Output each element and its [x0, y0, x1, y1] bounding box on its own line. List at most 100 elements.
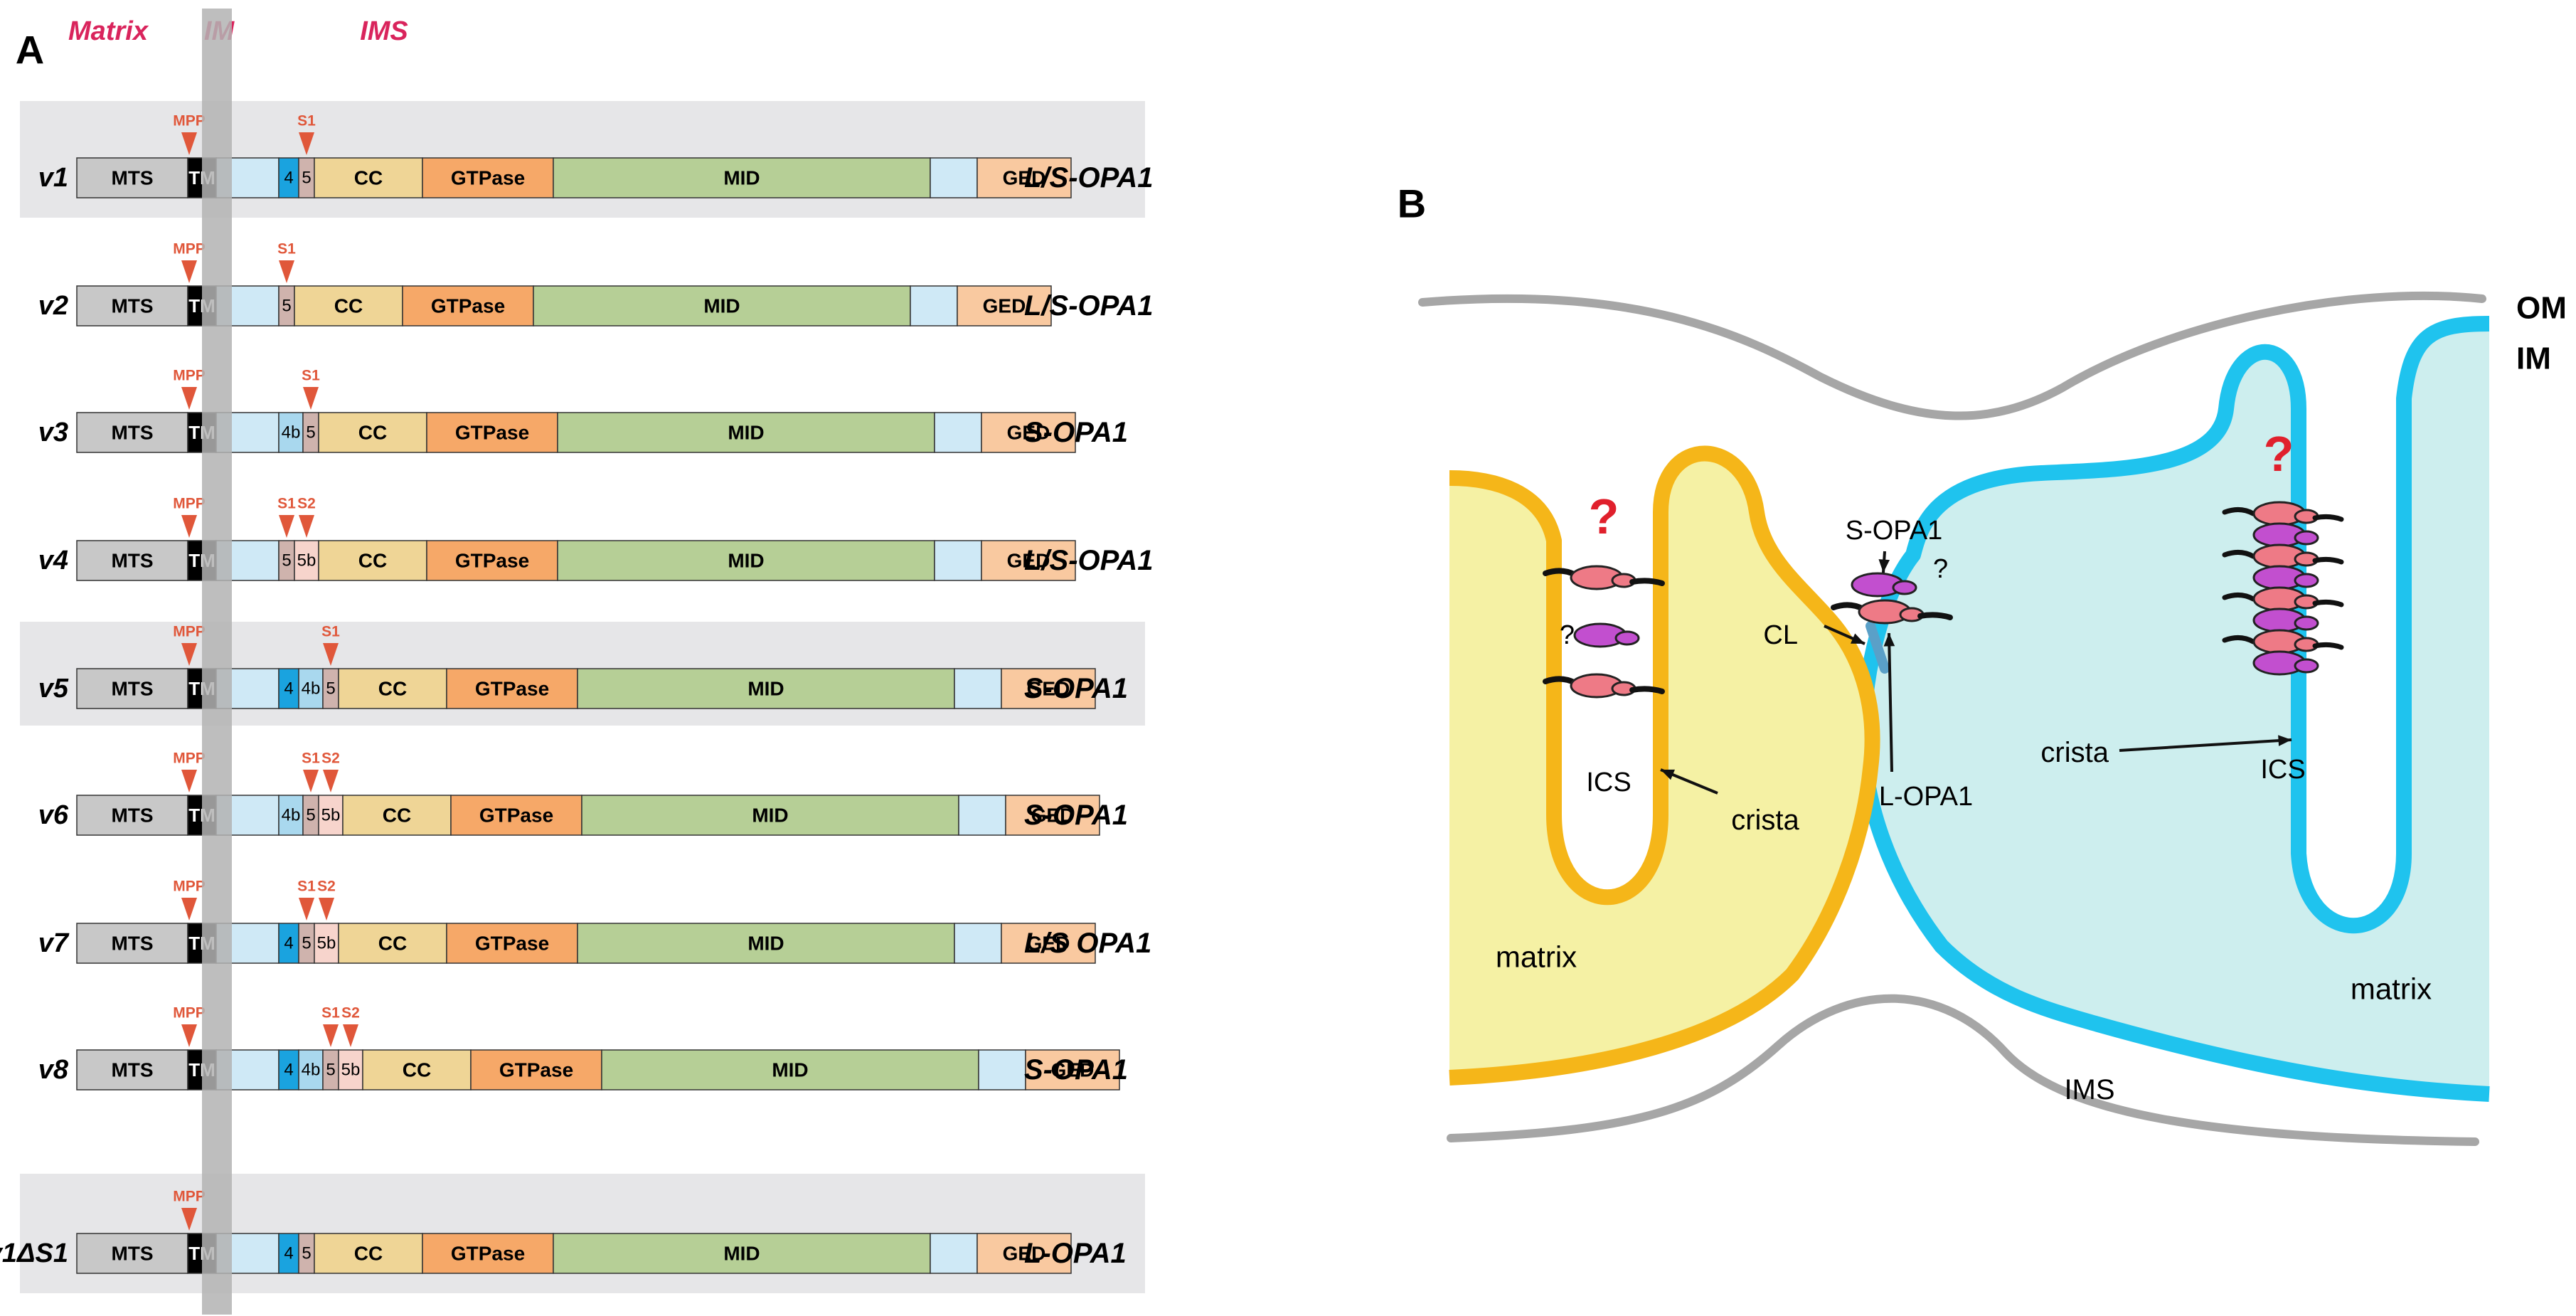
- s1-site-label: S1: [321, 624, 340, 640]
- exon-4b-label: 4b: [282, 423, 301, 442]
- s1-site-label: S1: [302, 368, 320, 384]
- mts-domain: [76, 1233, 188, 1274]
- mid-domain: [553, 157, 931, 198]
- ged-domain-label: GED: [1007, 422, 1050, 444]
- l-opa1-right-stack: [2252, 501, 2319, 526]
- s2-site-label: S2: [341, 1005, 360, 1022]
- linker-region: [930, 157, 978, 198]
- cardiolipin-mark: [1866, 621, 1890, 674]
- s-opa1-right-stack-tail: [2294, 530, 2319, 546]
- gtpase-domain: [422, 157, 554, 198]
- exon-4-label: 4: [284, 169, 293, 188]
- cl-label: CL: [1763, 620, 1798, 650]
- variant-name: v5: [38, 674, 69, 704]
- mid-domain-label: MID: [728, 422, 764, 444]
- tm-anchor: [2222, 507, 2256, 516]
- ged-domain-label: GED: [1031, 805, 1075, 827]
- mid-domain: [533, 285, 911, 327]
- s-opa1-right-stack: [2252, 607, 2319, 633]
- ics-right-label: ICS: [2260, 755, 2305, 785]
- exon-4b: [298, 668, 324, 709]
- exon-5b-label: 5b: [317, 934, 336, 953]
- im-band: [202, 9, 232, 1315]
- l-opa1-arrow-head: [1883, 633, 1895, 647]
- variant-row: MTSTM55bCCGTPaseMIDGEDMPPS1S2v4L/S-OPA1: [38, 496, 1154, 581]
- exon-4: [278, 668, 299, 709]
- right-inner-membrane: [1856, 316, 2490, 1102]
- mid-domain-label: MID: [723, 167, 760, 189]
- opa1-form-label: L/S-OPA1: [1024, 162, 1154, 193]
- l-opa1-junction-tm-anchor: [1831, 602, 1866, 612]
- mid-domain-label: MID: [752, 805, 788, 827]
- mpp-site-arrow: [181, 898, 197, 920]
- cc-domain: [314, 1233, 423, 1274]
- ged-domain-label: GED: [1051, 1059, 1095, 1081]
- crista-right-label: crista: [2040, 737, 2109, 768]
- mpp-site-arrow: [181, 1024, 197, 1047]
- gtpase-domain: [402, 285, 534, 327]
- variant-row: MTSTM455bCCGTPaseMIDGEDMPPS1S2v7L/S OPA1: [38, 879, 1151, 964]
- gtpase-domain: [446, 668, 578, 709]
- linker-region: [958, 795, 1006, 836]
- mts-domain: [76, 1049, 188, 1091]
- s2-site-arrow: [343, 1024, 358, 1047]
- s2-site-label: S2: [317, 879, 336, 895]
- opa1-form-label: S-OPA1: [1024, 1054, 1128, 1086]
- variant-name: v1: [38, 163, 68, 193]
- opa1-form-label: S-OPA1: [1024, 417, 1128, 448]
- exon-4-label: 4: [284, 1244, 293, 1263]
- variant-row: MTSTM44b5CCGTPaseMIDGEDMPPS1v5S-OPA1: [20, 622, 1145, 726]
- l-opa1-label: L-OPA1: [1879, 782, 1973, 812]
- exon-5-label: 5: [282, 551, 291, 571]
- cc-domain: [314, 157, 423, 198]
- panel-b-letter: B: [1398, 181, 1426, 226]
- panel-a-letter: A: [16, 28, 44, 73]
- linker-region: [930, 1233, 978, 1274]
- cc-domain-label: CC: [378, 933, 407, 955]
- s-opa1-right-stack-tail: [2294, 573, 2319, 588]
- ims-region-label: IMS: [360, 16, 408, 46]
- mpp-site-arrow: [181, 643, 197, 666]
- exon-5-label: 5: [326, 1061, 335, 1080]
- ged-domain-label: GED: [1003, 1243, 1046, 1265]
- mpp-site-arrow: [181, 387, 197, 410]
- gtpase-domain-label: GTPase: [451, 167, 525, 189]
- ged-domain: [957, 285, 1052, 327]
- l-opa1-left-bottom-tm-anchor-2: [1629, 686, 1665, 694]
- gtpase-domain-label: GTPase: [475, 678, 549, 700]
- linker-region: [910, 285, 958, 327]
- gtpase-domain: [446, 923, 578, 964]
- outer-membrane-top: [1418, 291, 2486, 420]
- gtpase-domain-label: GTPase: [451, 1243, 525, 1265]
- matrix-right-label: matrix: [2351, 972, 2432, 1006]
- opa1-form-label: S-OPA1: [1024, 800, 1128, 831]
- s-opa1-right-stack-tail: [2294, 615, 2319, 631]
- mpp-site-label: MPP: [173, 750, 206, 767]
- panel-a: MTSTM45CCGTPaseMIDGEDMPPS1v1L/S-OPA1MTST…: [0, 9, 1154, 1315]
- mpp-site-arrow: [181, 260, 197, 283]
- mpp-site-arrow: [181, 515, 197, 538]
- opa1-form-label: L/S-OPA1: [1024, 545, 1154, 576]
- tm-anchor: [2312, 642, 2344, 650]
- s1-site-arrow: [279, 515, 294, 538]
- exon-4-label: 4: [284, 1061, 293, 1080]
- crista-right-arrow: [2119, 738, 2292, 752]
- exon-4-label: 4: [284, 934, 293, 953]
- variant-row: MTSTM4b5CCGTPaseMIDGEDMPPS1v3S-OPA1: [38, 368, 1128, 453]
- s-opa1-right-stack-tail: [2294, 658, 2319, 674]
- mts-domain-label: MTS: [111, 295, 153, 317]
- s1-site-label: S1: [297, 113, 316, 129]
- exon-4b: [278, 412, 304, 453]
- ims-label: IMS: [2064, 1074, 2114, 1105]
- mid-domain-label: MID: [728, 550, 764, 572]
- tm-anchor: [2312, 599, 2344, 607]
- mts-domain-label: MTS: [111, 167, 153, 189]
- s-opa1-right-stack: [2252, 565, 2319, 590]
- variant-row: MTSTM4b55bCCGTPaseMIDGEDMPPS1S2v6S-OPA1: [38, 750, 1128, 836]
- mpp-site-arrow: [181, 770, 197, 792]
- mpp-site-label: MPP: [173, 624, 206, 640]
- cc-domain-label: CC: [358, 422, 387, 444]
- ged-domain: [1001, 668, 1096, 709]
- mpp-site-label: MPP: [173, 1005, 206, 1022]
- matrix-region-label: Matrix: [68, 16, 149, 46]
